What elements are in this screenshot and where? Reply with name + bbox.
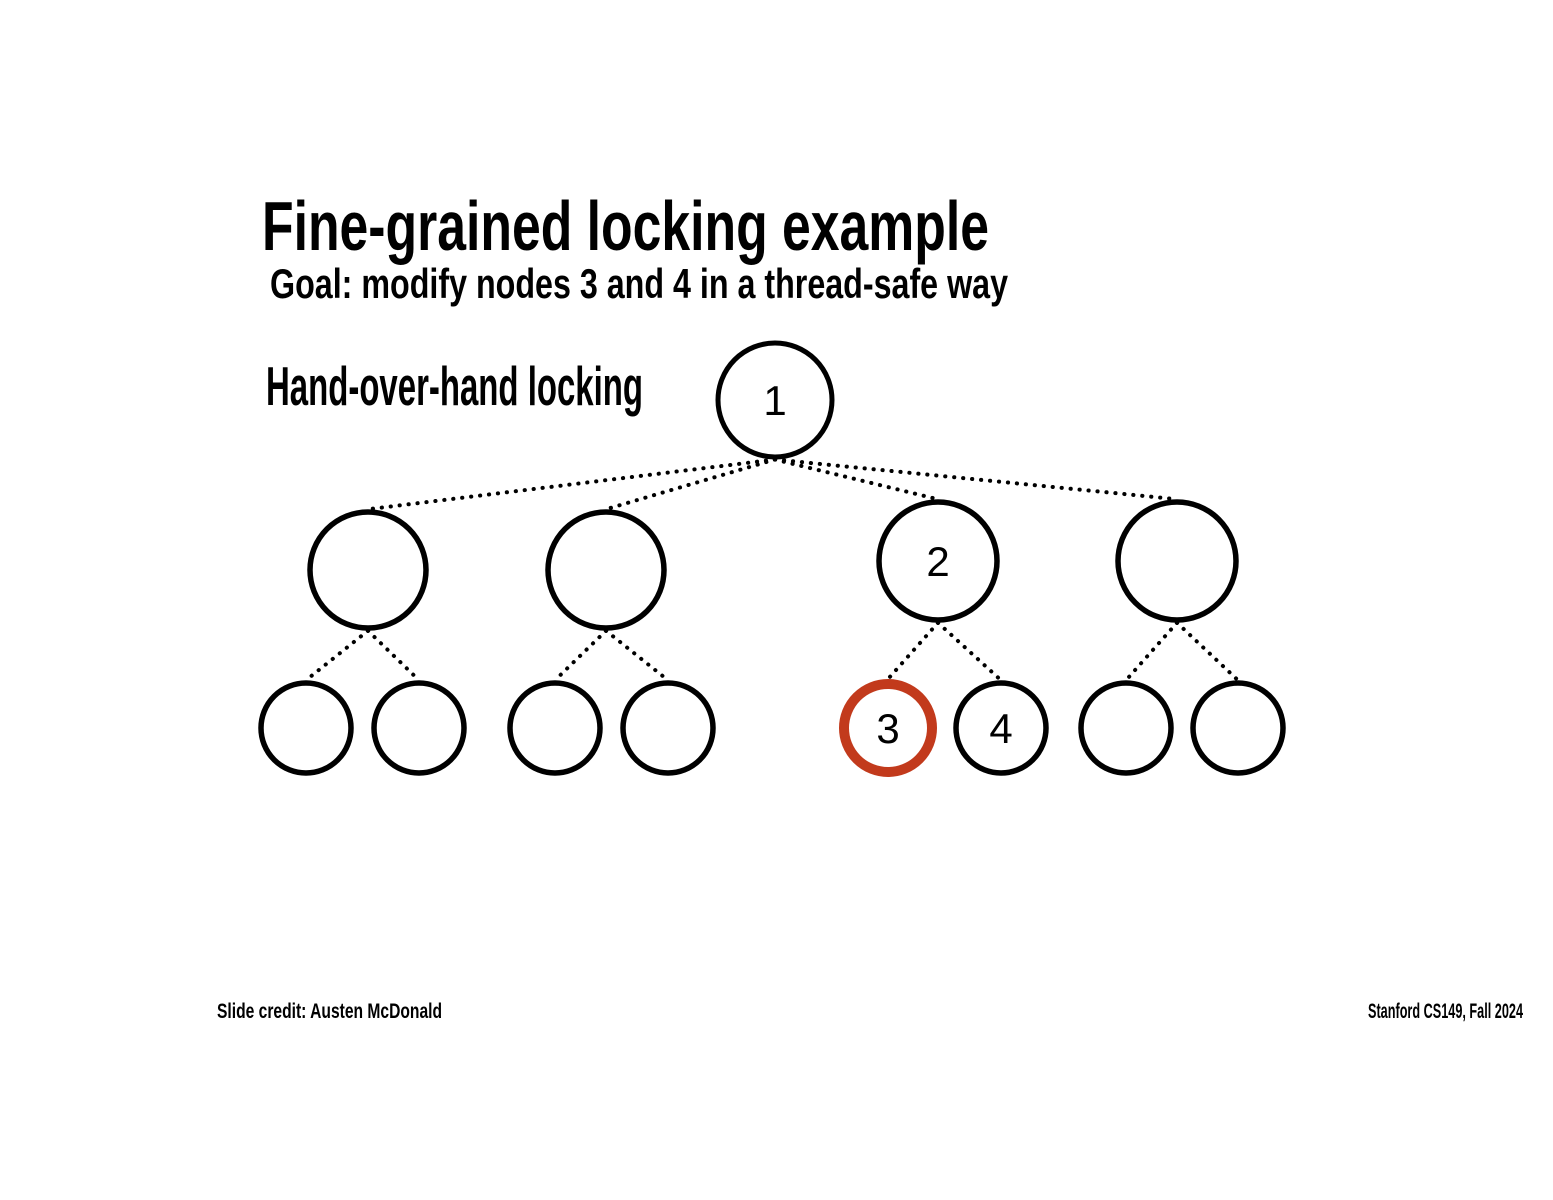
tree-node-label-2: 2 xyxy=(926,538,949,585)
tree-node-c4 xyxy=(1115,499,1239,623)
tree-node-l8 xyxy=(1190,680,1286,776)
tree-node-c1 xyxy=(307,509,429,631)
tree-edge-root-c2 xyxy=(604,457,777,512)
tree-node-2 xyxy=(876,499,1000,623)
tree-edge-c1-l1 xyxy=(304,628,370,683)
tree-node-l1 xyxy=(258,680,354,776)
footer-course: Stanford CS149, Fall 2024 xyxy=(1368,1000,1523,1023)
tree-node-label-3: 3 xyxy=(876,705,899,752)
tree-edge-c2-l3 xyxy=(553,628,608,683)
tree-node-label-4: 4 xyxy=(989,705,1012,752)
tree-edge-c4-l8 xyxy=(1175,620,1240,683)
tree-edge-c3-l6 xyxy=(936,620,1003,683)
tree-node-l7 xyxy=(1078,680,1174,776)
tree-node-c2 xyxy=(545,509,667,631)
tree-node-3-highlighted xyxy=(839,679,937,777)
footer-credit: Slide credit: Austen McDonald xyxy=(217,1000,442,1023)
tree-edge-c4-l7 xyxy=(1124,620,1179,683)
tree-node-label-1: 1 xyxy=(763,377,786,424)
tree-diagram: 1 2 3 4 xyxy=(258,340,1286,777)
tree-edge-c2-l4 xyxy=(604,628,670,683)
slide-title: Fine-grained locking example xyxy=(262,187,989,265)
method-label: Hand-over-hand locking xyxy=(266,355,643,417)
tree-edge-c3-l5 xyxy=(886,620,940,681)
tree-node-l3 xyxy=(507,680,603,776)
slide-subtitle: Goal: modify nodes 3 and 4 in a thread-s… xyxy=(270,260,1008,307)
tree-node-4 xyxy=(953,680,1049,776)
tree-edge-root-c4 xyxy=(773,457,1179,502)
tree-edge-root-c1 xyxy=(366,457,777,512)
tree-edge-root-c3 xyxy=(773,457,940,502)
tree-node-l4 xyxy=(620,680,716,776)
tree-edge-c1-l2 xyxy=(366,628,421,683)
tree-node-l2 xyxy=(371,680,467,776)
tree-node-1 xyxy=(715,340,835,460)
